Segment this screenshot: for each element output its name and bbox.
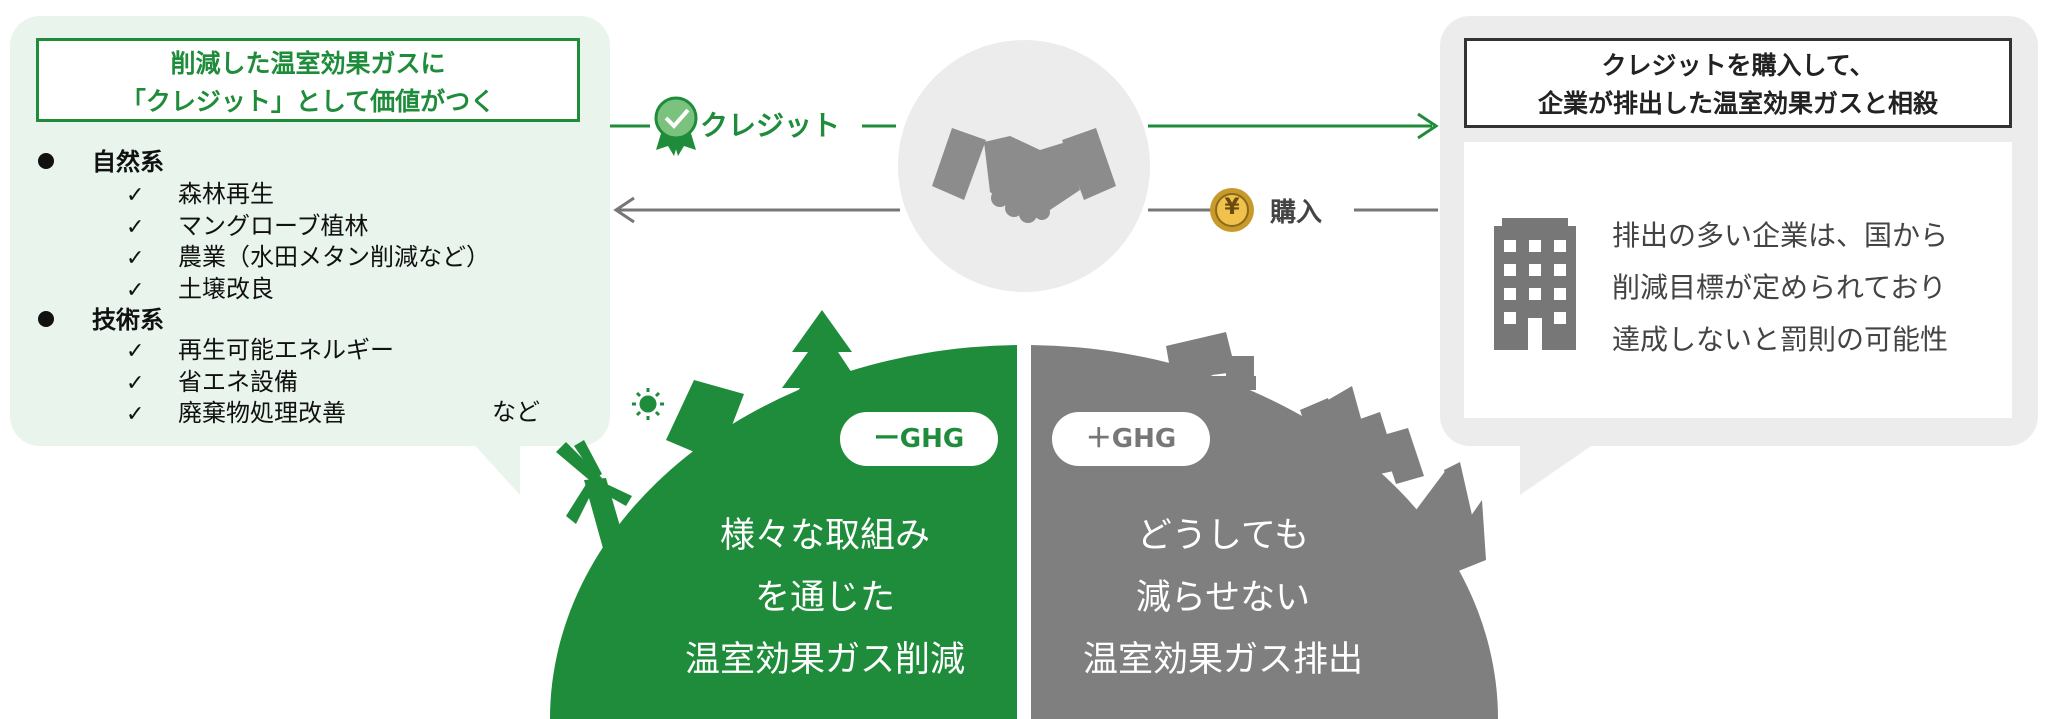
center-divider <box>1017 345 1031 719</box>
etc-label: など <box>492 398 540 426</box>
windmill-icon <box>556 440 632 552</box>
reduction-text-line: を通じた <box>754 578 895 618</box>
yen-coin-icon <box>1210 188 1254 232</box>
list-item: ✓マングローブ植林 <box>126 212 369 240</box>
emission-text: どうしても 減らせない 温室効果ガス排出 <box>1058 505 1388 691</box>
bullet-icon <box>38 311 54 327</box>
sun-icon <box>632 388 664 420</box>
credit-badge-icon <box>654 96 698 156</box>
yen-symbol: ¥ <box>1224 195 1240 220</box>
minus-ghg-pill: ーGHG <box>840 412 998 466</box>
factory-icon <box>1410 462 1486 580</box>
check-icon: ✓ <box>126 278 145 303</box>
reduction-text: 様々な取組み を通じた 温室効果ガス削減 <box>660 505 990 691</box>
emission-text-line: 減らせない <box>1135 578 1311 618</box>
right-text-line: 削減目標が定められており <box>1612 271 1947 304</box>
purchase-label: 購入 <box>1270 198 1323 228</box>
check-icon: ✓ <box>126 402 145 427</box>
emission-text-line: どうしても <box>1136 516 1310 556</box>
list-item: ✓省エネ設備 <box>126 368 298 396</box>
dump-truck-icon <box>1160 332 1256 407</box>
category-natural: 自然系 <box>38 142 164 177</box>
office-building-icon <box>1494 218 1576 350</box>
left-title-line2: 「クレジット」として価値がつく <box>120 87 496 116</box>
category-technical: 技術系 <box>38 300 164 335</box>
right-text-line: 達成しないと罰則の可能性 <box>1612 323 1949 356</box>
right-title-line1: クレジットを購入して、 <box>1601 51 1875 80</box>
left-panel-title: 削減した温室効果ガスに 「クレジット」として価値がつく <box>36 38 580 122</box>
city-buildings-icon <box>1300 386 1424 484</box>
check-icon: ✓ <box>126 215 145 240</box>
list-item: ✓土壌改良 <box>126 275 274 303</box>
left-speech-bubble <box>10 16 610 495</box>
right-panel-title: クレジットを購入して、 企業が排出した温室効果ガスと相殺 <box>1464 38 2012 128</box>
reduction-text-line: 温室効果ガス削減 <box>684 640 965 680</box>
list-item: ✓再生可能エネルギー <box>126 336 394 364</box>
credit-arrow <box>610 112 1439 140</box>
list-item: ✓森林再生 <box>126 180 274 208</box>
left-title-line1: 削減した温室効果ガスに <box>170 49 446 78</box>
check-icon: ✓ <box>126 339 145 364</box>
solar-panel-icon <box>666 380 744 473</box>
right-panel-text: 排出の多い企業は、国から 削減目標が定められており 達成しないと罰則の可能性 <box>1612 210 1948 366</box>
right-text-line: 排出の多い企業は、国から <box>1612 219 1949 252</box>
handshake-icon <box>932 128 1116 223</box>
tree-icon <box>772 310 872 446</box>
check-icon: ✓ <box>126 371 145 396</box>
check-icon: ✓ <box>126 183 145 208</box>
list-item: ✓廃棄物処理改善 <box>126 399 346 427</box>
right-title-line2: 企業が排出した温室効果ガスと相殺 <box>1537 89 1938 118</box>
purchase-arrow <box>613 196 1438 224</box>
bullet-icon <box>38 153 54 169</box>
check-icon: ✓ <box>126 246 145 271</box>
reduction-text-line: 様々な取組み <box>719 516 930 556</box>
list-item: ✓農業（水田メタン削減など） <box>126 243 490 271</box>
emission-text-line: 温室効果ガス排出 <box>1082 640 1363 680</box>
credit-label: クレジット <box>700 109 841 142</box>
plus-ghg-pill: ＋GHG <box>1052 412 1210 466</box>
